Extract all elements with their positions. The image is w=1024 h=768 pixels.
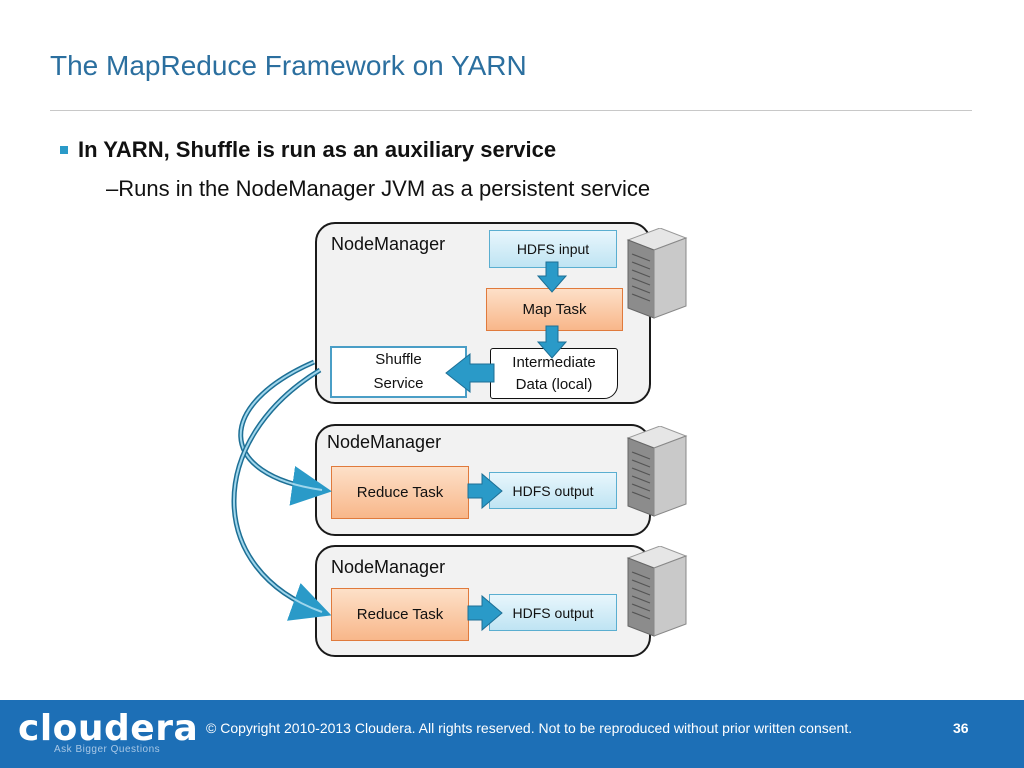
shuffle-service-line1: Shuffle [375, 351, 422, 368]
shuffle-arrow-to-reduce-1-inner [239, 361, 323, 491]
shuffle-service-line2: Service [373, 375, 424, 392]
page-number: 36 [953, 720, 969, 736]
arrow-map-to-intermediate [536, 325, 568, 359]
hdfs-output-box-2: HDFS output [489, 594, 617, 631]
shuffle-arrow-to-reduce-1 [238, 359, 332, 506]
reduce-task-box-1: Reduce Task [331, 466, 469, 519]
nodemanager-1-label: NodeManager [331, 234, 446, 254]
hdfs-output-box-1: HDFS output [489, 472, 617, 509]
bullet-main: In YARN, Shuffle is run as an auxiliary … [60, 137, 556, 163]
nodemanager-3-label: NodeManager [331, 557, 446, 577]
intermediate-data-box: Intermediate Data (local) [490, 348, 618, 399]
shuffle-arrow-to-reduce-2 [231, 367, 332, 621]
server-icon [626, 426, 688, 517]
slide-title: The MapReduce Framework on YARN [50, 50, 527, 81]
bullet-main-text: In YARN, Shuffle is run as an auxiliary … [78, 137, 557, 162]
diagram-arrows [231, 261, 568, 632]
server-icon [626, 228, 688, 319]
arrow-reduce-to-output-2 [467, 594, 503, 632]
arrow-intermediate-to-shuffle [445, 352, 495, 394]
reduce-task-box-2: Reduce Task [331, 588, 469, 641]
intermediate-data-line1: Intermediate [512, 353, 596, 371]
bullet-sub: –Runs in the NodeManager JVM as a persis… [106, 176, 651, 201]
title-divider [50, 110, 972, 111]
copyright-text: © Copyright 2010-2013 Cloudera. All righ… [206, 720, 853, 736]
server-icon [626, 546, 688, 637]
bullet-marker [60, 146, 68, 154]
cloudera-logo: cloudera [18, 708, 199, 749]
arrow-reduce-to-output-1 [467, 472, 503, 510]
map-task-box: Map Task [486, 288, 623, 331]
footer-bar: cloudera Ask Bigger Questions © Copyrigh… [0, 700, 1024, 768]
nodemanager-2-label: NodeManager [327, 432, 442, 452]
shuffle-service-box: Shuffle Service [330, 346, 467, 398]
arrow-hdfs-to-map [536, 261, 568, 293]
shuffle-arrow-to-reduce-2-inner [233, 369, 323, 613]
logo-tagline: Ask Bigger Questions [54, 744, 161, 755]
intermediate-data-line2: Data (local) [515, 375, 593, 393]
